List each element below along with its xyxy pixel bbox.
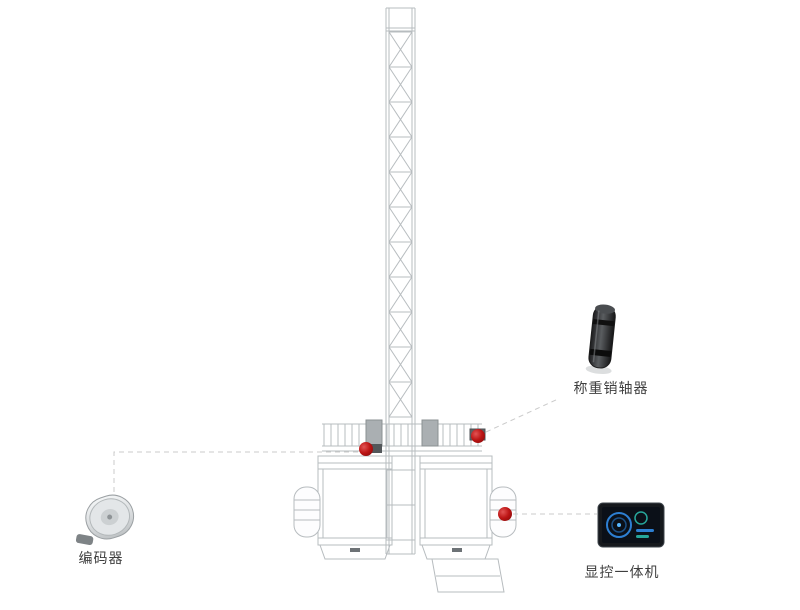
- encoder-marker-dot: [359, 442, 373, 456]
- display-marker-dot: [498, 507, 512, 521]
- left-cage-handle: [350, 548, 360, 552]
- left-cage: [317, 455, 393, 546]
- display-unit-label: 显控一体机: [584, 564, 660, 580]
- railing-posts: [323, 424, 479, 446]
- encoder-illustration: [75, 494, 135, 546]
- left-sensor-block: [371, 444, 382, 453]
- tower-illustration: [293, 7, 517, 593]
- leader-line-encoder: [113, 451, 358, 500]
- load-pin-marker-dot: [471, 429, 485, 443]
- left-cage-skirt: [319, 544, 391, 560]
- encoder-label: 编码器: [78, 550, 124, 566]
- display-illustration: [597, 502, 665, 548]
- right-drive-unit: [421, 419, 439, 447]
- leader-line-load-pin: [485, 398, 559, 433]
- left-bumper-guard: [293, 486, 321, 538]
- lower-panel: [431, 558, 505, 593]
- load-pin-label: 称重销轴器: [573, 380, 649, 396]
- right-cage: [419, 455, 493, 546]
- right-cage-handle: [452, 548, 462, 552]
- left-drive-unit: [365, 419, 383, 447]
- cage-top-railing: [322, 423, 482, 457]
- load-pin-illustration: [585, 304, 616, 375]
